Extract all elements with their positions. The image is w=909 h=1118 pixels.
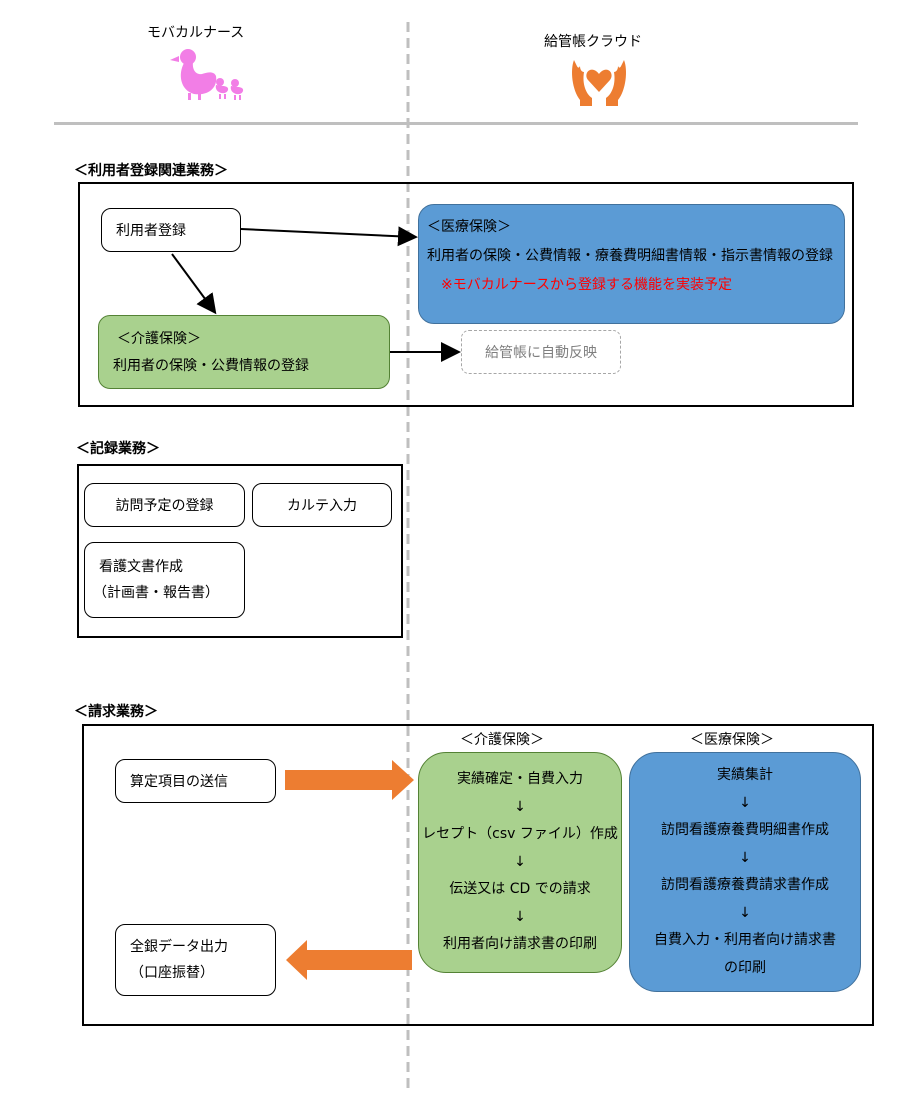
care-flow-step: レセプト（csv ファイル）作成 bbox=[422, 826, 618, 843]
medical-flow-step: 訪問看護療養費請求書作成 bbox=[661, 877, 829, 893]
down-arrow-icon: ↓ bbox=[514, 853, 526, 870]
medical-flow-step: 訪問看護療養費明細書作成 bbox=[661, 822, 829, 838]
user-registration-frame bbox=[78, 182, 854, 407]
medical-insurance-body: 利用者の保険・公費情報・療養費明細書情報・指示書情報の登録 bbox=[427, 248, 833, 264]
down-arrow-icon: ↓ bbox=[514, 908, 526, 925]
arrow-user-to-care bbox=[171, 253, 217, 315]
auto-reflect-box: 給管帳に自動反映 bbox=[461, 330, 621, 374]
kyukancho-title: 給管帳クラウド bbox=[544, 34, 642, 50]
user-registration-box: 利用者登録 bbox=[101, 208, 241, 252]
header-rule bbox=[54, 122, 858, 125]
care-insurance-body: 利用者の保険・公費情報の登録 bbox=[113, 358, 309, 374]
medical-insurance-heading: ＜医療保険＞ bbox=[690, 732, 774, 748]
duck-family-icon bbox=[170, 46, 250, 108]
bank-data-box: 全銀データ出力 （口座振替） bbox=[115, 924, 276, 996]
medical-flow-step: 実績集計 bbox=[717, 767, 773, 783]
care-insurance-title: ＜介護保険＞ bbox=[117, 331, 201, 347]
care-billing-flow: 実績確定・自費入力 ↓ レセプト（csv ファイル）作成 ↓ 伝送又は CD での請求 ↓… bbox=[418, 752, 622, 973]
records-frame bbox=[77, 464, 403, 638]
visit-schedule-box: 訪問予定の登録 bbox=[84, 483, 245, 527]
medical-insurance-title: ＜医療保険＞ bbox=[427, 219, 511, 235]
down-arrow-icon: ↓ bbox=[739, 849, 751, 866]
send-items-box: 算定項目の送信 bbox=[115, 759, 276, 803]
medical-flow-step: 自費入力・利用者向け請求書 bbox=[654, 932, 836, 948]
care-flow-step: 実績確定・自費入力 bbox=[457, 771, 583, 788]
section1-connectors bbox=[171, 226, 461, 362]
care-insurance-heading: ＜介護保険＞ bbox=[460, 732, 544, 748]
nursing-document-box: 看護文書作成 （計画書・報告書） bbox=[84, 542, 245, 618]
billing-frame bbox=[82, 724, 874, 1026]
auto-reflect-label: 給管帳に自動反映 bbox=[485, 345, 597, 361]
section-title-records: ＜記録業務＞ bbox=[76, 441, 160, 457]
medical-insurance-note: ※モバカルナースから登録する機能を実装予定 bbox=[441, 277, 733, 293]
hands-heart-icon bbox=[570, 56, 628, 112]
section-title-billing: ＜請求業務＞ bbox=[74, 704, 158, 720]
send-items-label: 算定項目の送信 bbox=[130, 774, 228, 790]
medical-billing-flow: 実績集計 ↓ 訪問看護療養費明細書作成 ↓ 訪問看護療養費請求書作成 ↓ 自費入力・利用者向… bbox=[629, 752, 861, 992]
orange-arrow-send bbox=[285, 760, 414, 800]
care-flow-step: 利用者向け請求書の印刷 bbox=[443, 936, 597, 953]
chart-entry-label: カルテ入力 bbox=[287, 498, 357, 514]
medical-flow-step: の印刷 bbox=[724, 959, 766, 976]
user-registration-label: 利用者登録 bbox=[116, 223, 186, 239]
bank-data-line1: 全銀データ出力 bbox=[130, 939, 228, 955]
down-arrow-icon: ↓ bbox=[739, 904, 751, 921]
medical-insurance-box: ＜医療保険＞ 利用者の保険・公費情報・療養費明細書情報・指示書情報の登録 ※モバ… bbox=[418, 204, 845, 324]
nursing-document-line2: （計画書・報告書） bbox=[93, 585, 219, 601]
arrow-user-to-medical bbox=[240, 226, 418, 247]
mobacal-title: モバカルナース bbox=[147, 25, 245, 41]
bank-data-line2: （口座振替） bbox=[130, 965, 214, 981]
nursing-document-line1: 看護文書作成 bbox=[99, 559, 183, 575]
down-arrow-icon: ↓ bbox=[514, 798, 526, 815]
care-flow-step: 伝送又は CD での請求 bbox=[449, 881, 591, 898]
down-arrow-icon: ↓ bbox=[739, 794, 751, 811]
care-insurance-box: ＜介護保険＞ 利用者の保険・公費情報の登録 bbox=[98, 315, 390, 389]
section-title-user-registration: ＜利用者登録関連業務＞ bbox=[74, 163, 228, 179]
system-divider bbox=[406, 22, 410, 1092]
chart-entry-box: カルテ入力 bbox=[252, 483, 392, 527]
visit-schedule-label: 訪問予定の登録 bbox=[115, 498, 214, 514]
orange-arrow-bank bbox=[286, 940, 412, 980]
